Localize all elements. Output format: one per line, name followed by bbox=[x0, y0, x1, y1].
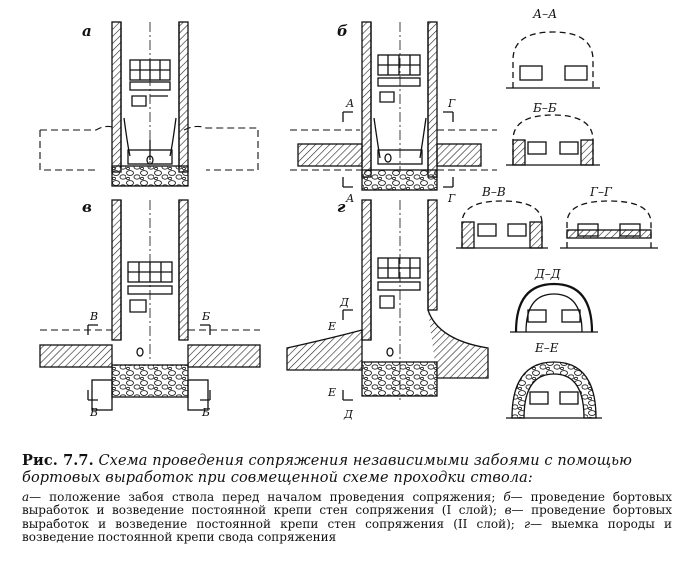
section-title-b-b: Б–Б bbox=[532, 101, 557, 115]
cut-mark-g-top: Г bbox=[447, 97, 456, 110]
caption-legend: а— положение забоя ствола перед началом … bbox=[22, 490, 673, 545]
panel-b: б А А Г Г bbox=[290, 21, 497, 205]
cut-mark-b-bottom: Б bbox=[201, 406, 210, 419]
figure-number: Рис. 7.7. bbox=[22, 452, 94, 469]
section-title-v-v: В–В bbox=[481, 185, 506, 199]
panel-g: г Д Д Е Е bbox=[286, 198, 489, 421]
caption-title: Рис. 7.7. Схема проведения сопряжения не… bbox=[22, 452, 672, 487]
legend-letter-b: б bbox=[503, 490, 511, 504]
shaft-junction-diagram: а б bbox=[39, 7, 658, 421]
legend-text-v: — проведение бортовых выработок и возвед… bbox=[22, 503, 673, 531]
cut-mark-d-bottom: Д bbox=[343, 408, 354, 421]
cut-mark-a-top: А bbox=[345, 97, 354, 110]
panel-v: в В В Б Б bbox=[39, 198, 261, 419]
legend-text-a: — положение забоя ствола перед началом п… bbox=[29, 490, 496, 504]
cut-mark-v-top: В bbox=[89, 310, 98, 323]
panel-a: а bbox=[39, 21, 259, 187]
cross-section-a-a: А–А bbox=[506, 7, 600, 89]
cross-section-d-d: Д–Д bbox=[510, 267, 598, 333]
legend-text-b: — проведение бортовых выработок и возвед… bbox=[22, 490, 672, 518]
cut-mark-d-top: Д bbox=[339, 296, 350, 309]
cross-section-b-b: Б–Б bbox=[506, 101, 600, 166]
section-title-g-g: Г–Г bbox=[589, 185, 613, 199]
panel-label-a: а bbox=[82, 22, 92, 40]
cross-section-g-g: Г–Г bbox=[560, 185, 658, 249]
panel-label-b: б bbox=[337, 22, 348, 40]
cut-mark-a-bottom: А bbox=[345, 192, 354, 205]
cut-mark-g-bottom: Г bbox=[447, 192, 456, 205]
figure-caption: Рис. 7.7. Схема проведения сопряжения не… bbox=[22, 452, 672, 545]
cut-mark-b-top: Б bbox=[201, 310, 210, 323]
legend-letter-g: г bbox=[523, 516, 531, 531]
legend-text-g: — выемка породы и возведение постоянной … bbox=[22, 516, 672, 545]
cross-section-e-e: Е–Е bbox=[506, 341, 602, 419]
section-title-d-d: Д–Д bbox=[534, 267, 561, 281]
cut-mark-e-top: Е bbox=[327, 320, 336, 333]
cut-mark-e-bottom: Е bbox=[327, 386, 336, 399]
panel-label-v: в bbox=[82, 198, 92, 216]
panel-label-g: г bbox=[337, 198, 346, 216]
section-title-e-e: Е–Е bbox=[534, 341, 559, 355]
legend-letter-a: а bbox=[22, 490, 30, 504]
legend-letter-v: в bbox=[504, 503, 512, 518]
cut-mark-v-bottom: В bbox=[89, 406, 98, 419]
caption-title-text: Схема проведения сопряжения независимыми… bbox=[22, 453, 633, 486]
section-title-a-a: А–А bbox=[532, 7, 557, 21]
cross-section-v-v: В–В bbox=[456, 185, 548, 249]
